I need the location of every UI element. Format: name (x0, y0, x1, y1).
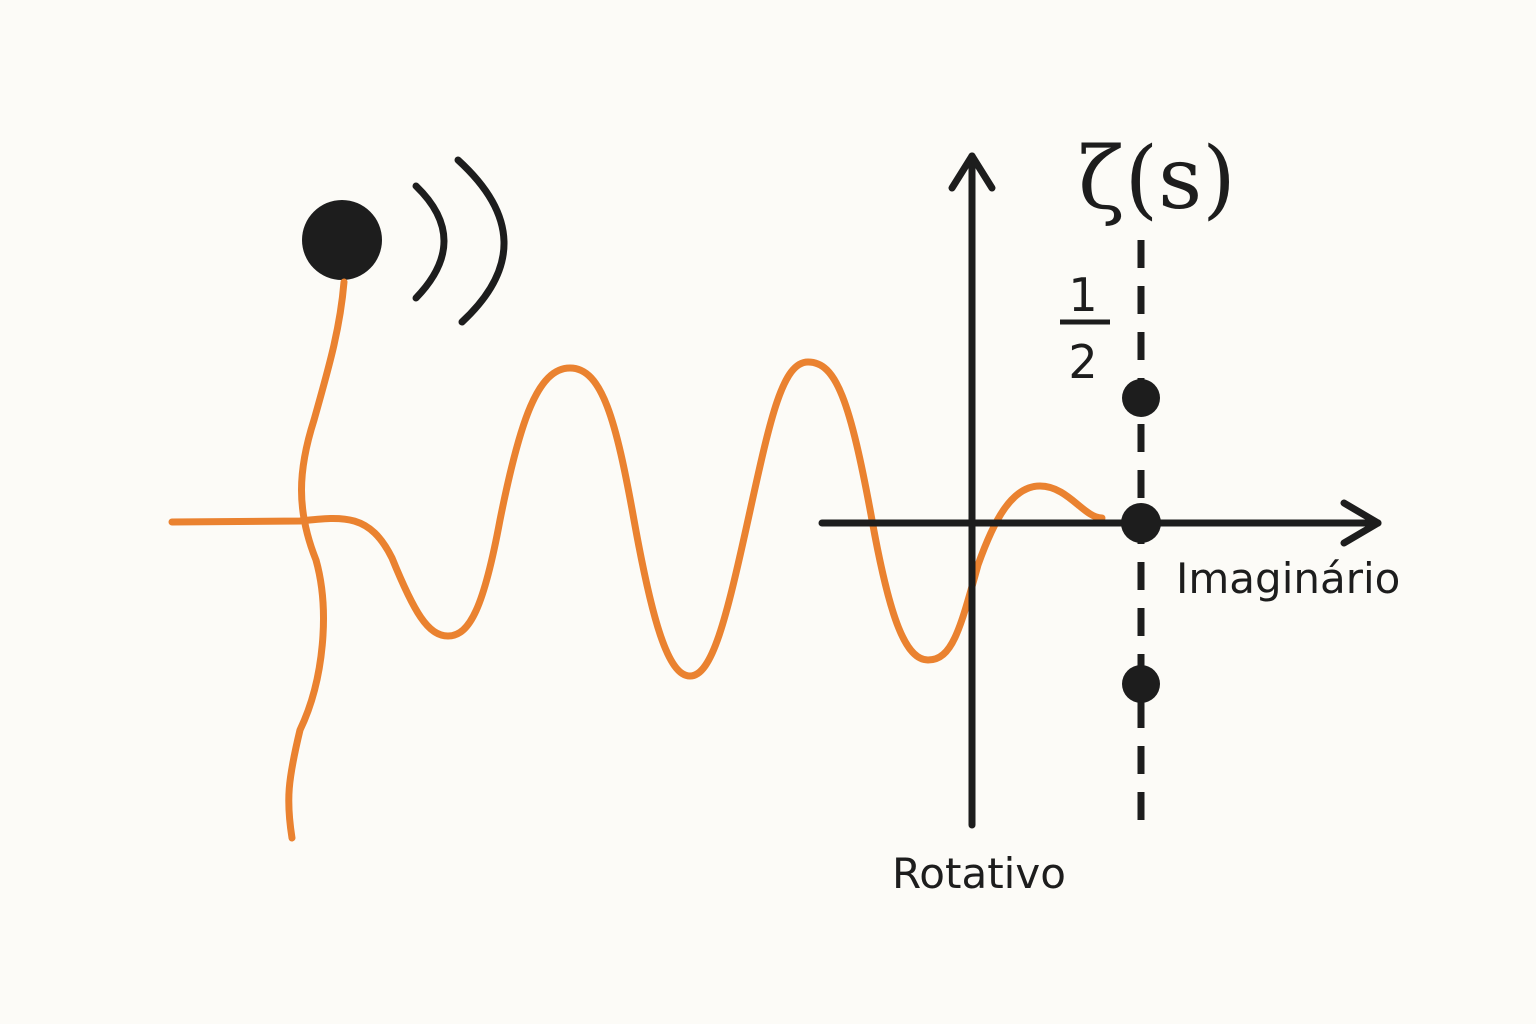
sound-arc-outer (454, 156, 508, 326)
vertical-axis (948, 152, 996, 829)
arrow-right-icon (1340, 499, 1382, 547)
horizontal-axis (818, 499, 1382, 547)
fraction-denominator: 2 (1068, 335, 1097, 389)
horizontal-axis-label: Imaginário (1176, 554, 1400, 603)
vertical-axis-label: Rotativo (892, 849, 1066, 898)
source-dot (302, 200, 382, 280)
function-label: ζ(s) (1078, 129, 1236, 229)
zero-point (1121, 503, 1161, 543)
wave-curve (168, 358, 1106, 680)
sound-wave-icon (302, 156, 508, 326)
arrow-up-icon (948, 152, 996, 192)
sound-arc-inner (412, 182, 448, 302)
zero-point (1122, 665, 1160, 703)
hanging-string (285, 278, 348, 842)
fraction-numerator: 1 (1068, 268, 1097, 322)
zero-point (1122, 379, 1160, 417)
